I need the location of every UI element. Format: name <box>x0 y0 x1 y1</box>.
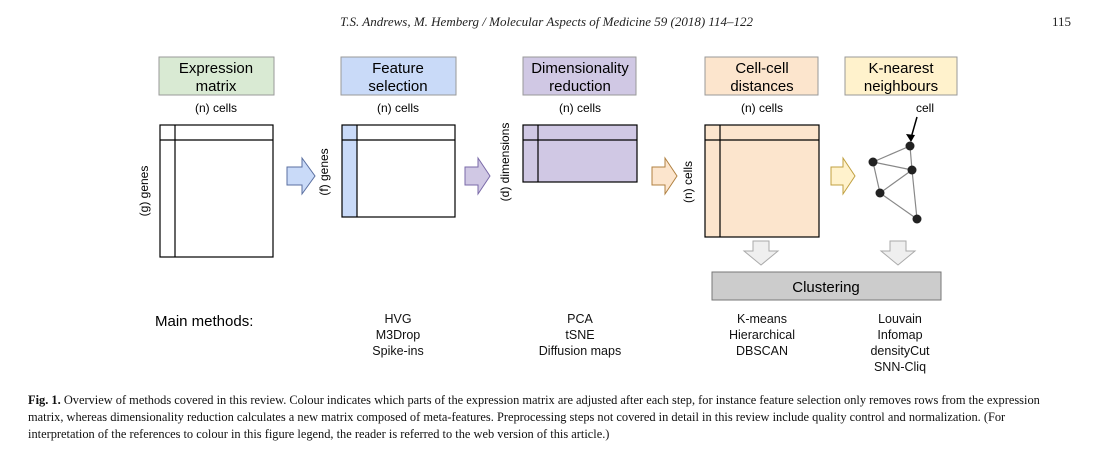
method-item: PCA <box>567 312 593 326</box>
clustering-box <box>711 271 942 301</box>
title-box-expression <box>158 56 275 96</box>
title-expression-line2: matrix <box>196 78 237 95</box>
method-item: HVG <box>384 312 412 326</box>
cell-pointer-arrow <box>910 116 918 139</box>
knn-graph <box>872 145 918 220</box>
methods-knn: Louvain Infomap densityCut SNN-Cliq <box>850 311 950 375</box>
arrow-down-2 <box>879 240 917 266</box>
rows-label-feature: (f) genes <box>317 148 331 195</box>
method-item: Diffusion maps <box>538 344 622 358</box>
title-feature-line2: selection <box>368 78 427 95</box>
matrix-distances <box>704 124 820 238</box>
matrix-expression <box>159 124 274 258</box>
title-box-dimred <box>522 56 637 96</box>
title-distances-line2: distances <box>730 78 793 95</box>
method-item: Infomap <box>877 328 923 342</box>
title-feature-line1: Feature <box>372 60 424 77</box>
title-box-distances <box>704 56 819 96</box>
arrow-right-2 <box>464 156 491 196</box>
node-label-cell: cell <box>916 101 934 115</box>
matrix-feature <box>341 124 456 218</box>
knn-node <box>905 141 915 151</box>
title-dimred-line2: reduction <box>549 78 611 95</box>
rows-label-dimred: (d) dimensions <box>498 123 512 202</box>
arrow-right-1 <box>286 156 316 196</box>
methods-feature: HVG M3Drop Spike-ins <box>348 311 448 359</box>
running-title: T.S. Andrews, M. Hemberg / Molecular Asp… <box>340 14 753 29</box>
clustering-label: Clustering <box>792 279 860 296</box>
method-item: Louvain <box>878 312 922 326</box>
title-knn-line1: K-nearest <box>868 60 934 77</box>
method-item: M3Drop <box>375 328 421 342</box>
method-item: K-means <box>736 312 788 326</box>
cols-label-distances: (n) cells <box>741 101 783 115</box>
knn-node <box>875 188 885 198</box>
method-item: SNN-Cliq <box>873 360 927 374</box>
title-box-feature <box>340 56 457 96</box>
arrow-right-3 <box>651 156 678 196</box>
arrow-right-4 <box>830 156 856 196</box>
cols-label-dimred: (n) cells <box>559 101 601 115</box>
methods-distances: K-means Hierarchical DBSCAN <box>707 311 817 359</box>
methods-dimred: PCA tSNE Diffusion maps <box>520 311 640 359</box>
caption-label: Fig. 1. <box>28 393 61 407</box>
method-item: Spike-ins <box>372 344 424 358</box>
knn-node <box>907 165 917 175</box>
page-number: 115 <box>1051 14 1071 29</box>
arrow-down-1 <box>742 240 780 266</box>
method-item: densityCut <box>870 344 930 358</box>
method-item: tSNE <box>565 328 595 342</box>
title-box-knn <box>844 56 958 96</box>
knn-node <box>868 157 878 167</box>
matrix-dimred <box>522 124 638 183</box>
cols-label-feature: (n) cells <box>377 101 419 115</box>
figure-caption: Fig. 1. Overview of methods covered in t… <box>28 392 1073 443</box>
method-item: DBSCAN <box>735 344 789 358</box>
caption-text: Overview of methods covered in this revi… <box>28 393 1040 441</box>
title-expression-line1: Expression <box>179 60 253 77</box>
title-distances-line1: Cell-cell <box>735 60 788 77</box>
rows-label-distances: (n) cells <box>681 161 695 203</box>
cols-label-expression: (n) cells <box>195 101 237 115</box>
title-knn-line2: neighbours <box>864 78 938 95</box>
method-item: Hierarchical <box>729 328 795 342</box>
knn-node <box>912 214 922 224</box>
pipeline-figure: Expression matrix (n) cells (g) genes Fe… <box>137 56 958 330</box>
title-dimred-line1: Dimensionality <box>531 60 629 77</box>
main-methods-label: Main methods: <box>155 313 253 330</box>
rows-label-expression: (g) genes <box>137 166 151 217</box>
